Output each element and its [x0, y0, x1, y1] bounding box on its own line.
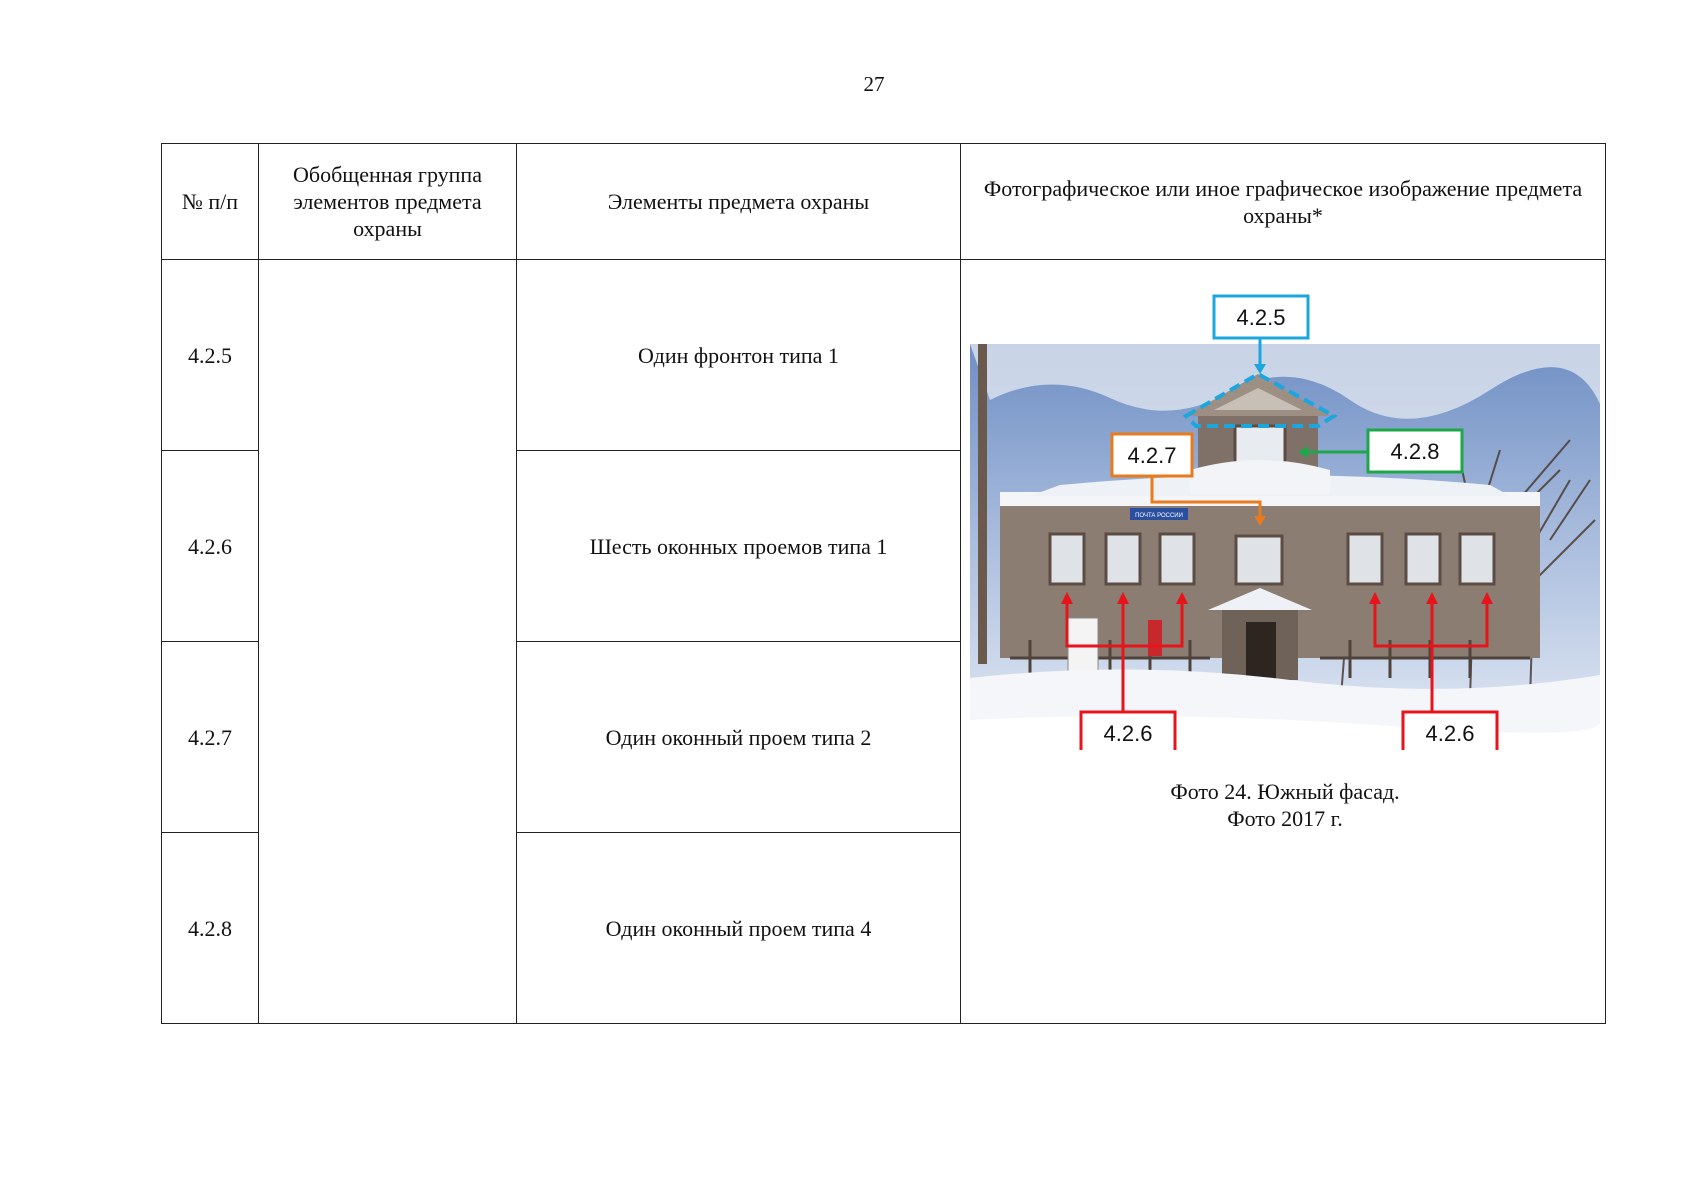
- header-group: Обобщенная группа элементов предмета охр…: [258, 143, 517, 260]
- row-number: 4.2.7: [161, 641, 259, 833]
- post-sign-text: ПОЧТА РОССИИ: [1135, 513, 1183, 519]
- windows-right-label: 4.2.6: [1426, 721, 1475, 746]
- windows-right-annotation: 4.2.6: [1369, 592, 1499, 750]
- window-type4-annotation: 4.2.8: [1298, 428, 1464, 474]
- header-number: № п/п: [161, 143, 259, 260]
- window-type2-label: 4.2.7: [1128, 443, 1177, 468]
- header-image: Фотографическое или иное графическое изо…: [960, 143, 1606, 260]
- table-header-row: № п/п Обобщенная группа элементов предме…: [161, 143, 1606, 260]
- row-number: 4.2.5: [161, 259, 259, 451]
- row-element: Шесть оконных проемов типа 1: [516, 450, 961, 642]
- group-cell: [258, 259, 517, 1024]
- window-type2-annotation: 4.2.7: [1110, 432, 1266, 526]
- windows-left-label: 4.2.6: [1104, 721, 1153, 746]
- row-element: Один фронтон типа 1: [516, 259, 961, 451]
- header-elements: Элементы предмета охраны: [516, 143, 961, 260]
- fronton-annotation: 4.2.5: [1182, 294, 1338, 428]
- photo-caption: Фото 24. Южный фасад. Фото 2017 г.: [970, 778, 1600, 832]
- image-cell: ПОЧТА РОССИИ: [960, 259, 1606, 1024]
- page-number: 27: [863, 72, 885, 96]
- table-row: 4.2.7 Один оконный проем типа 2: [161, 641, 1606, 833]
- table-row: 4.2.5 Один фронтон типа 1: [161, 259, 1606, 1024]
- row-element: Один оконный проем типа 4: [516, 832, 961, 1024]
- caption-line-1: Фото 24. Южный фасад.: [1170, 779, 1400, 804]
- row-number: 4.2.6: [161, 450, 259, 642]
- annotated-photo: ПОЧТА РОССИИ: [970, 280, 1600, 832]
- caption-line-2: Фото 2017 г.: [1227, 806, 1343, 831]
- row-number: 4.2.8: [161, 832, 259, 1024]
- windows-left-annotation: 4.2.6: [1061, 592, 1188, 750]
- table-row: 4.2.6 Шесть оконных проемов типа 1: [161, 450, 1606, 642]
- facade-photo-svg: ПОЧТА РОССИИ: [970, 294, 1600, 750]
- table-row: 4.2.8 Один оконный проем типа 4: [161, 832, 1606, 1024]
- fronton-label: 4.2.5: [1237, 305, 1286, 330]
- window-type4-label: 4.2.8: [1391, 439, 1440, 464]
- row-element: Один оконный проем типа 2: [516, 641, 961, 833]
- photo-image: ПОЧТА РОССИИ: [970, 344, 1600, 750]
- heritage-elements-table: № п/п Обобщенная группа элементов предме…: [161, 143, 1606, 1024]
